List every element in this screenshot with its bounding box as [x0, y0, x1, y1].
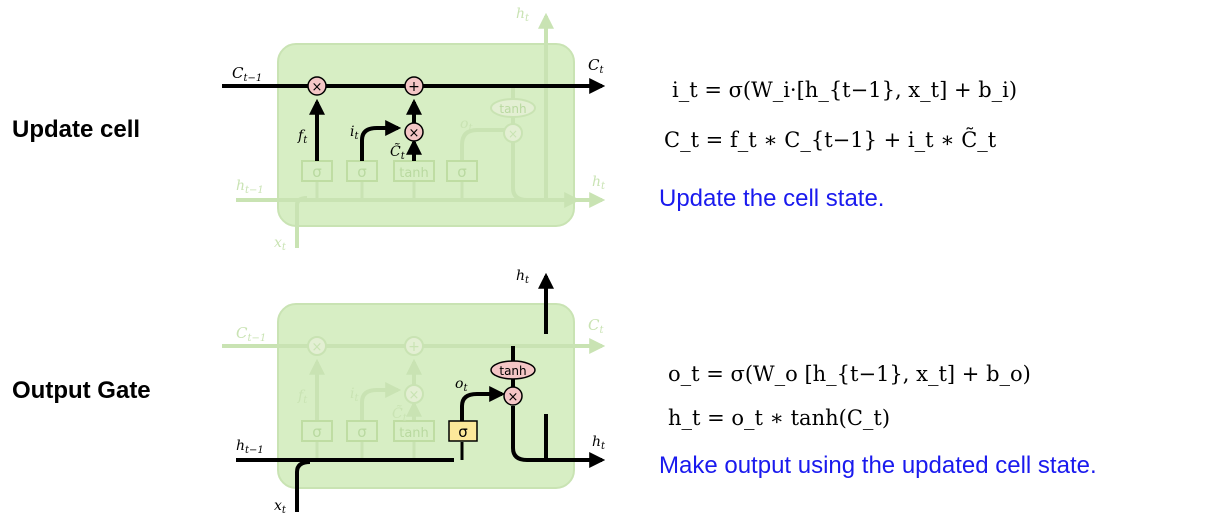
sigma-label-2: σ [357, 423, 367, 441]
i-t-label: it [350, 386, 359, 404]
h-t-right-label: ht [592, 174, 606, 192]
faded-output-multiply [503, 123, 523, 143]
mult-to-h-line [511, 406, 606, 468]
tanh-gate-label: tanh [399, 166, 429, 181]
add-op [404, 336, 424, 356]
input-times-glyph: × [409, 126, 420, 141]
forget-multiply-op [307, 76, 327, 96]
x-input-line [295, 460, 311, 512]
o-gate-arrow [460, 386, 506, 421]
sigma-label-1: σ [312, 163, 322, 181]
output-caption: Make output using the updated cell state… [659, 452, 1097, 479]
c-t-label: Ct [588, 56, 604, 76]
tanh-gate-label: tanh [399, 426, 429, 441]
faded-o-label: ot [460, 116, 473, 134]
output-gate-box [448, 420, 478, 442]
x-t-label: xt [274, 235, 287, 253]
update-caption: Update the cell state. [659, 185, 885, 212]
c-t-label: Ct [588, 316, 604, 336]
update-cell-svg: σ σ tanh σ tanh × ot × + × Ct−1 Ct ft it… [222, 6, 606, 253]
h-t-top-label: ht [516, 268, 530, 286]
input-gate-equation: i_t = σ(W_i·[h_{t−1}, x_t] + b_i) [672, 78, 1018, 102]
input-multiply-op [404, 384, 424, 404]
input-gate-box [346, 420, 378, 442]
c-prev-label: Ct−1 [236, 324, 266, 344]
sigma-label-4: σ [458, 423, 468, 441]
sigma-label-1: σ [312, 423, 322, 441]
faded-tanh-label: tanh [499, 102, 526, 116]
add-op [404, 76, 424, 96]
h-t-right-label: ht [592, 434, 606, 452]
tanh-gate-box [393, 420, 435, 442]
i-t-label: it [350, 124, 359, 142]
h-t-top-label: ht [516, 6, 530, 24]
hidden-state-equation: h_t = o_t ∗ tanh(C_t) [668, 406, 891, 430]
x-input-line [295, 196, 308, 248]
sigma-label-2: σ [357, 163, 367, 181]
plus-glyph: + [408, 339, 420, 355]
input-multiply-op [404, 122, 424, 142]
forget-gate-box [301, 420, 333, 442]
forget-multiply-op [307, 336, 327, 356]
c-tilde-label: C̃t [392, 404, 408, 424]
x-t-label: xt [274, 498, 287, 516]
h-prev-label: ht−1 [236, 438, 264, 456]
output-gate-box [446, 160, 478, 182]
input-gate-arrow [360, 382, 402, 421]
plus-glyph: + [408, 79, 420, 95]
output-gate-label: Output Gate [12, 377, 151, 404]
output-gate-diagram: × + × σ σ tanh Ct−1 Ct ft it C̃t σ tanh … [222, 266, 622, 526]
f-t-label: ft [297, 388, 308, 406]
forget-times-glyph: × [312, 80, 323, 95]
forget-times-glyph: × [312, 340, 323, 355]
h-prev-label: ht−1 [236, 178, 264, 196]
c-tilde-label: C̃t [390, 142, 406, 162]
update-cell-diagram: σ σ tanh σ tanh × ot × + × Ct−1 Ct ft it… [222, 0, 622, 260]
input-gate-arrow [360, 120, 402, 161]
tanh-ellipse [490, 360, 536, 380]
sigma-label-4: σ [457, 163, 467, 181]
o-gate-line [460, 128, 505, 170]
update-cell-label: Update cell [12, 116, 141, 143]
output-gate-svg: × + × σ σ tanh Ct−1 Ct ft it C̃t σ tanh … [222, 268, 606, 516]
cell-update-equation: C_t = f_t ∗ C_{t−1} + i_t ∗ C̃_t [664, 128, 997, 152]
tanh-label: tanh [499, 364, 526, 378]
output-multiply-op [503, 386, 523, 406]
f-t-label: ft [297, 128, 308, 146]
faded-times-glyph: × [508, 127, 518, 141]
faded-tanh-ellipse [490, 98, 536, 118]
mult-to-h-line [511, 140, 528, 202]
c-prev-label: Ct−1 [232, 64, 262, 84]
output-times-glyph: × [508, 390, 519, 405]
output-gate-equation: o_t = σ(W_o [h_{t−1}, x_t] + b_o) [668, 362, 1031, 386]
input-times-glyph: × [409, 388, 420, 403]
o-t-label: ot [455, 376, 468, 394]
